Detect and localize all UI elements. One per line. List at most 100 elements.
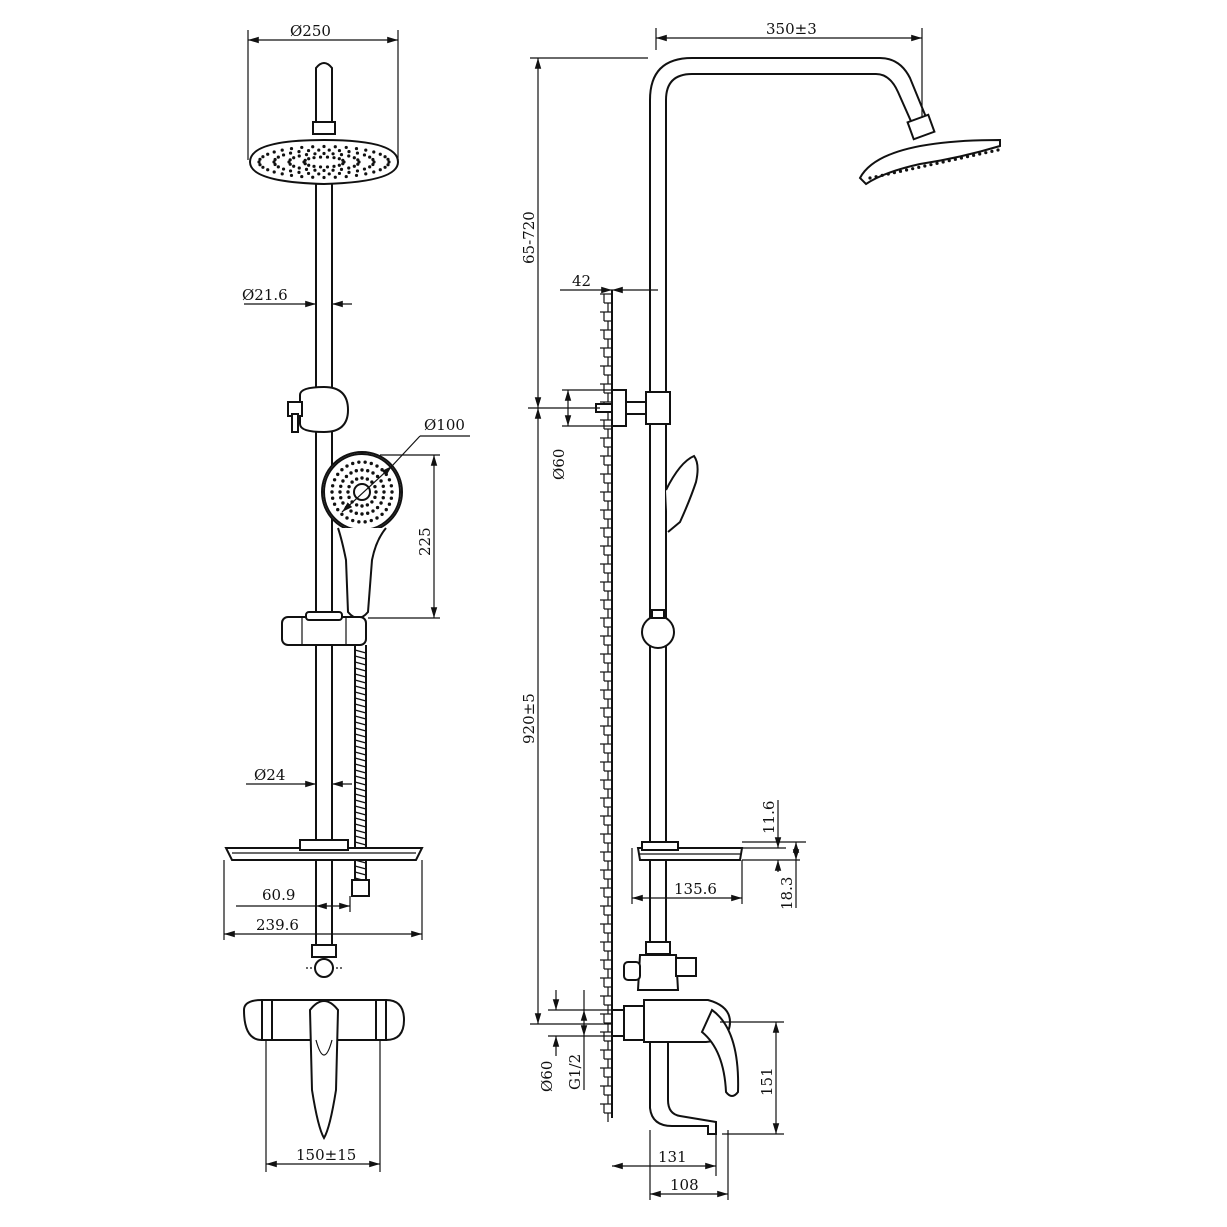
nozzle-dot: [365, 477, 370, 481]
nozzle-dot: [923, 164, 927, 168]
nozzle-dot: [341, 162, 345, 166]
nozzle-dot: [336, 507, 340, 512]
nozzle-dot: [978, 152, 982, 156]
nozzle-dot: [880, 173, 884, 177]
nozzle-dot: [330, 484, 335, 488]
nozzle-dot: [311, 175, 315, 179]
hose-winding: [354, 781, 367, 786]
nozzle-dot: [357, 460, 361, 464]
nozzle-dot: [311, 145, 315, 149]
nozzle-dot: [304, 167, 309, 171]
nozzle-dot: [337, 157, 341, 161]
label-hand-shower-diameter: Ø100: [424, 416, 465, 434]
nozzle-dot: [346, 490, 350, 494]
nozzle-dot: [327, 172, 331, 176]
label-hand-shower-length: 225: [416, 527, 434, 556]
nozzle-dot: [360, 504, 364, 508]
nozzle-dot: [382, 490, 386, 494]
nozzle-dot: [257, 160, 261, 164]
nozzle-dot: [261, 165, 265, 169]
nozzle-dot: [381, 484, 385, 489]
hose-winding: [354, 685, 367, 690]
wall: [600, 290, 613, 1122]
nozzle-dot: [390, 490, 394, 494]
nozzle-dot: [272, 170, 276, 174]
nozzle-dot: [341, 479, 345, 483]
nozzle-dot: [297, 150, 301, 154]
side-upper-bracket: [595, 389, 671, 427]
nozzle-dot: [337, 171, 342, 176]
nozzle-dot: [297, 170, 301, 174]
nozzle-dot: [362, 153, 367, 157]
nozzle-dot: [304, 153, 309, 157]
nozzle-dot: [273, 162, 277, 167]
nozzle-dot: [996, 148, 1000, 152]
nozzle-dot: [351, 518, 355, 523]
front-mixer: [242, 999, 406, 1140]
nozzle-dot: [318, 155, 323, 159]
nozzle-dot: [292, 156, 296, 160]
nozzle-dot: [904, 168, 909, 172]
hose-winding: [354, 775, 367, 780]
nozzle-dot: [360, 468, 364, 472]
nozzle-dot: [333, 175, 337, 179]
nozzle-dot: [375, 505, 380, 510]
nozzle-dot: [313, 152, 317, 156]
nozzle-dot: [337, 163, 341, 167]
nozzle-dot: [383, 155, 387, 159]
hose-winding: [354, 787, 367, 792]
nozzle-dot: [389, 496, 394, 500]
nozzle-dot: [387, 478, 392, 482]
nozzle-dot: [947, 159, 951, 163]
nozzle-dot: [333, 145, 337, 149]
nozzle-dot: [368, 165, 372, 169]
nozzle-dot: [375, 516, 379, 520]
nozzle-dot: [272, 160, 276, 164]
nozzle-dot: [380, 468, 384, 472]
hose-winding: [354, 745, 367, 750]
front-head-nut: [312, 121, 336, 135]
nozzle-dot: [341, 158, 345, 162]
label-wall-clearance: 42: [572, 272, 591, 290]
nozzle-dot: [347, 170, 351, 174]
nozzle-dot: [371, 162, 375, 167]
front-diverter-knob: [306, 958, 342, 978]
nozzle-dot: [337, 148, 342, 153]
nozzle-dot: [360, 476, 364, 480]
nozzle-dot: [365, 503, 370, 507]
nozzle-dot: [354, 173, 359, 178]
nozzle-dot: [331, 168, 335, 172]
nozzle-dot: [317, 172, 321, 176]
nozzle-dot: [365, 469, 370, 473]
label-spout-offset: 108: [670, 1176, 699, 1194]
nozzle-dot: [261, 155, 265, 159]
nozzle-dot: [362, 167, 367, 171]
nozzle-dot: [351, 461, 355, 466]
hose-winding: [354, 763, 367, 768]
nozzle-dot: [355, 151, 360, 155]
nozzle-dot: [389, 484, 394, 488]
hose-winding: [354, 757, 367, 762]
nozzle-dot: [387, 160, 391, 164]
nozzle-dot: [322, 151, 326, 156]
nozzle-dot: [330, 490, 334, 494]
hose-winding: [354, 715, 367, 720]
nozzle-dot: [356, 162, 360, 166]
hose-winding: [354, 697, 367, 702]
nozzle-dot: [344, 474, 349, 479]
nozzle-dot: [340, 468, 344, 472]
front-top-pipe: [315, 62, 333, 130]
nozzle-dot: [288, 158, 292, 162]
nozzle-dot: [959, 156, 964, 160]
label-soap-dish-height: 18.3: [778, 877, 796, 910]
nozzle-dot: [312, 164, 316, 168]
nozzle-dot: [354, 146, 359, 151]
front-overhead-shower: [248, 138, 400, 186]
nozzle-dot: [307, 163, 311, 167]
side-arm-inner: [665, 73, 915, 392]
hose-winding: [354, 835, 367, 840]
hose-winding: [354, 673, 367, 678]
nozzle-dot: [330, 496, 335, 500]
hose-winding: [354, 709, 367, 714]
